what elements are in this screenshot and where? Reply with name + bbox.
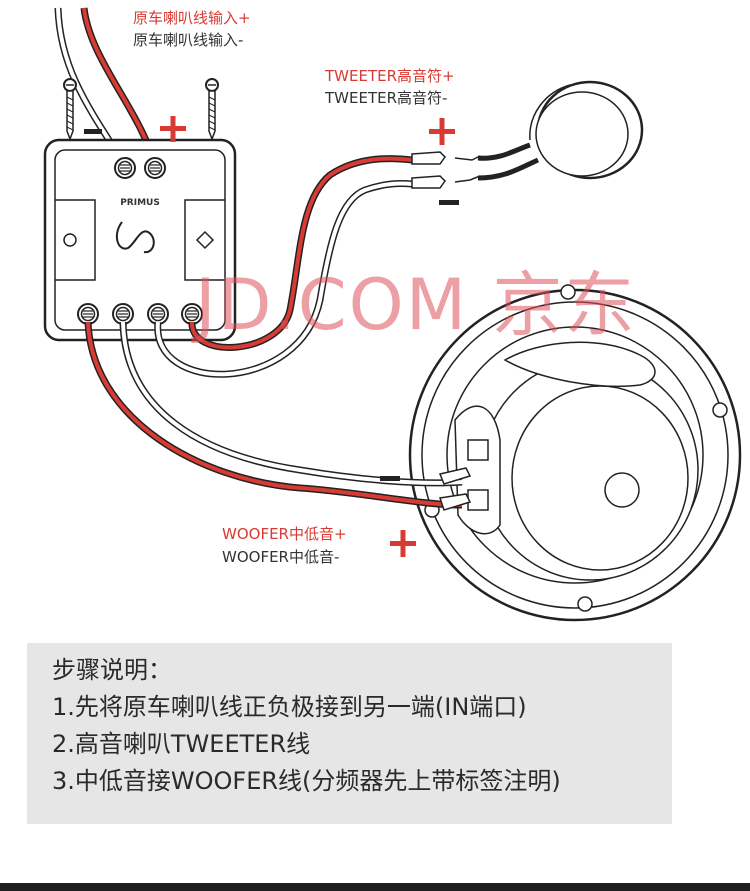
tweeter-speaker: [454, 80, 644, 183]
woofer-minus-sign: [380, 476, 400, 481]
input-minus-sign: [84, 129, 102, 134]
label-input-positive: 原车喇叭线输入+: [133, 9, 251, 27]
terminal-input-positive: [144, 157, 166, 179]
label-woofer-positive: WOOFER中低音+: [222, 525, 347, 543]
watermark: JD.COM 京东: [195, 264, 637, 346]
crossover-box: [43, 138, 237, 342]
input-plus-sign: [160, 116, 186, 142]
instruction-step-3: 3.中低音接WOOFER线(分频器先上带标签注明): [52, 767, 561, 795]
mount-screw-left: [63, 78, 77, 140]
woofer-plus-sign: [390, 530, 416, 557]
instructions-panel: 步骤说明： 1.先将原车喇叭线正负极接到另一端(IN端口) 2.高音喇叭TWEE…: [27, 643, 672, 824]
instructions-title: 步骤说明：: [52, 656, 172, 684]
wiring-diagram: PRIMUS: [43, 7, 742, 622]
label-woofer-negative: WOOFER中低音-: [222, 548, 340, 566]
brand-logo-text: PRIMUS: [120, 198, 160, 208]
tweeter-minus-sign: [439, 200, 459, 205]
tweeter-plus-sign: [429, 118, 455, 145]
terminal-woofer-negative: [112, 303, 134, 325]
instruction-step-2: 2.高音喇叭TWEETER线: [52, 730, 311, 758]
tweeter-wires: [154, 151, 446, 378]
instruction-step-1: 1.先将原车喇叭线正负极接到另一端(IN端口): [52, 693, 527, 721]
woofer-wires: [84, 321, 472, 511]
mount-screw-right: [205, 78, 219, 140]
label-tweeter-negative: TWEETER高音符-: [325, 89, 448, 107]
bottom-bar: [0, 883, 750, 891]
terminal-woofer-positive: [77, 303, 99, 325]
woofer-speaker: [408, 284, 742, 622]
label-input-negative: 原车喇叭线输入-: [133, 31, 244, 49]
terminal-input-negative: [114, 157, 136, 179]
terminal-tweeter-negative: [147, 303, 169, 325]
label-tweeter-positive: TWEETER高音符+: [325, 67, 455, 85]
